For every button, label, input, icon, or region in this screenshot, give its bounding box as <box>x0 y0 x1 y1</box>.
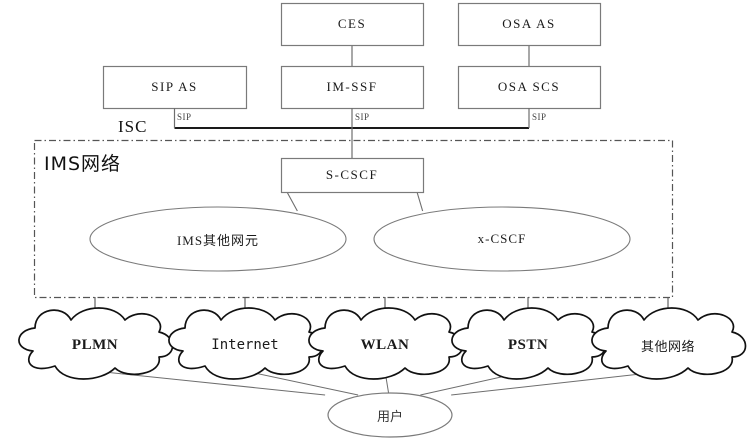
node-box-s-cscf <box>280 157 425 194</box>
cloud-internet <box>168 307 324 380</box>
node-boxes <box>102 2 602 194</box>
link-user-to-other <box>451 370 669 396</box>
link-s-cscf-to-ims_other <box>286 191 298 212</box>
isc-bus <box>173 108 530 158</box>
ellipse-x_cscf <box>373 206 631 272</box>
link-s-cscf-to-x_cscf <box>416 191 424 212</box>
link-user-to-internet <box>244 370 359 396</box>
cloud-pstn <box>451 307 607 380</box>
ims-domain-dashed-rect <box>33 139 674 299</box>
ellipse-user <box>327 392 453 438</box>
cloud-wlan <box>308 307 464 380</box>
ellipse-ims_other <box>89 206 347 272</box>
ims-domain-boundary <box>33 139 674 299</box>
access-network-clouds <box>18 307 747 380</box>
cloud-plmn <box>18 307 174 380</box>
node-box-im_ssf <box>280 65 425 110</box>
node-box-sip_as <box>102 65 248 110</box>
cloud-other <box>591 307 747 380</box>
node-box-osa_as <box>457 2 602 47</box>
core-ellipses <box>89 206 631 438</box>
node-box-osa_scs <box>457 65 602 110</box>
node-box-ces <box>280 2 425 47</box>
